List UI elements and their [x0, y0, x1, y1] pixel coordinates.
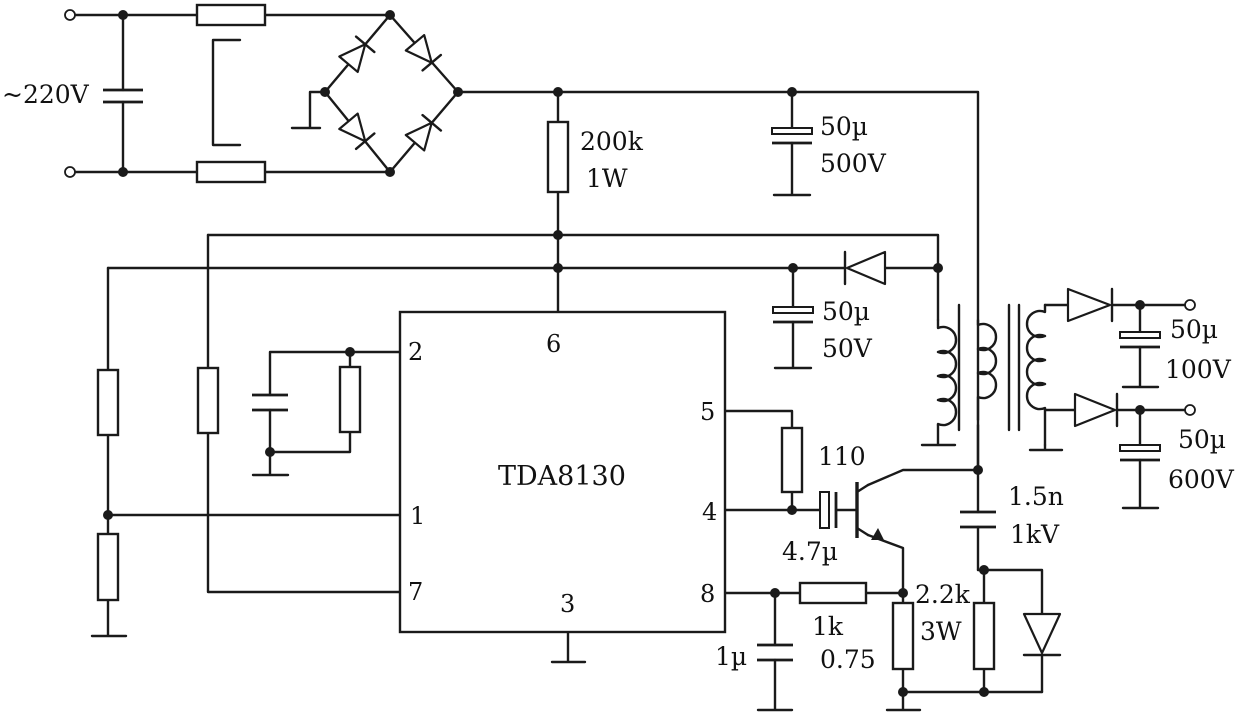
output-terminal-1	[1184, 299, 1196, 311]
aux-capacitor-value: 50µ	[822, 297, 870, 326]
pin8-capacitor-value: 1µ	[715, 642, 747, 671]
wires	[73, 13, 1187, 712]
pin2-capacitor	[252, 393, 288, 412]
bridge-diode-3	[338, 112, 376, 151]
startup-resistor: 200k 1W	[546, 120, 644, 194]
pin-label-2: 2	[408, 338, 423, 366]
aux-capacitor-rating: 50V	[822, 334, 873, 363]
pin-label-3: 3	[560, 590, 575, 618]
snubber-capacitor-value: 1.5n	[1008, 482, 1064, 511]
snubber-capacitor: 1.5n 1kV	[960, 482, 1064, 549]
output-diode-1	[1066, 287, 1114, 323]
input-resistor-bottom	[195, 160, 267, 184]
pin2-resistor	[338, 365, 362, 434]
transformer	[936, 303, 1047, 447]
primary-winding	[976, 318, 998, 422]
output-capacitor-2: 50µ 600V	[1119, 425, 1235, 494]
bridge-diode-4	[404, 113, 443, 152]
startup-resistor-value: 200k	[580, 127, 644, 156]
input-resistor-link	[211, 38, 242, 147]
pin7-resistor	[196, 366, 220, 435]
output-capacitor-2-rating: 600V	[1168, 465, 1235, 494]
output-capacitor-1-value: 50µ	[1170, 315, 1218, 344]
pin-label-6: 6	[546, 330, 561, 358]
bulk-capacitor: 50µ 500V	[771, 112, 887, 178]
pin-label-7: 7	[408, 578, 423, 606]
snubber-resistor-value: 2.2k	[915, 580, 971, 609]
aux-winding	[936, 318, 958, 427]
input-resistor-top	[195, 3, 267, 27]
output-capacitor-1-rating: 100V	[1165, 355, 1232, 384]
startup-resistor-rating: 1W	[586, 164, 628, 193]
sense-resistor: 0.75	[820, 601, 915, 674]
pin8-resistor-value: 1k	[812, 612, 844, 641]
bridge-rectifier	[338, 33, 443, 152]
pin-label-4: 4	[702, 498, 717, 526]
bulk-capacitor-rating: 500V	[820, 149, 887, 178]
aux-diode	[843, 250, 887, 286]
pin8-resistor: 1k	[798, 581, 868, 641]
tda8130-ic: TDA8130 6 2 1 7 3 5 4 8	[398, 310, 727, 634]
mains-input: ~220V	[2, 3, 267, 184]
junction-dots	[103, 10, 1145, 697]
output-terminal-2	[1184, 404, 1196, 416]
mains-terminal-top	[64, 9, 76, 21]
input-voltage-label: ~220V	[2, 80, 90, 109]
output-capacitor-1: 50µ 100V	[1119, 315, 1232, 384]
snubber-diode	[1022, 612, 1062, 657]
base-capacitor: 4.7µ	[782, 491, 838, 566]
pin5-resistor: 110	[780, 426, 866, 494]
secondary-winding	[1025, 303, 1047, 447]
base-capacitor-value: 4.7µ	[782, 537, 838, 566]
snubber-resistor-rating: 3W	[920, 617, 962, 646]
pin5-resistor-value: 110	[818, 442, 866, 471]
divider-resistor-lower	[96, 532, 120, 602]
snubber-capacitor-rating: 1kV	[1010, 520, 1060, 549]
pin8-capacitor: 1µ	[715, 642, 793, 671]
output-capacitor-2-value: 50µ	[1178, 425, 1226, 454]
x-capacitor	[103, 88, 143, 104]
transformer-core	[957, 303, 1021, 432]
aux-capacitor: 50µ 50V	[772, 297, 873, 363]
snubber-resistor: 2.2k 3W	[915, 580, 996, 671]
output-diode-2	[1073, 392, 1119, 428]
bulk-capacitor-value: 50µ	[820, 112, 868, 141]
divider-resistor-upper	[96, 368, 120, 437]
pin-label-5: 5	[700, 398, 715, 426]
pin-label-1: 1	[410, 502, 425, 530]
bridge-diode-2	[404, 33, 443, 72]
sense-resistor-value: 0.75	[820, 645, 876, 674]
mains-terminal-bottom	[64, 166, 76, 178]
pin-label-8: 8	[700, 580, 715, 608]
bridge-diode-1	[338, 35, 376, 74]
switching-transistor	[855, 482, 884, 540]
ic-name-label: TDA8130	[498, 461, 626, 492]
